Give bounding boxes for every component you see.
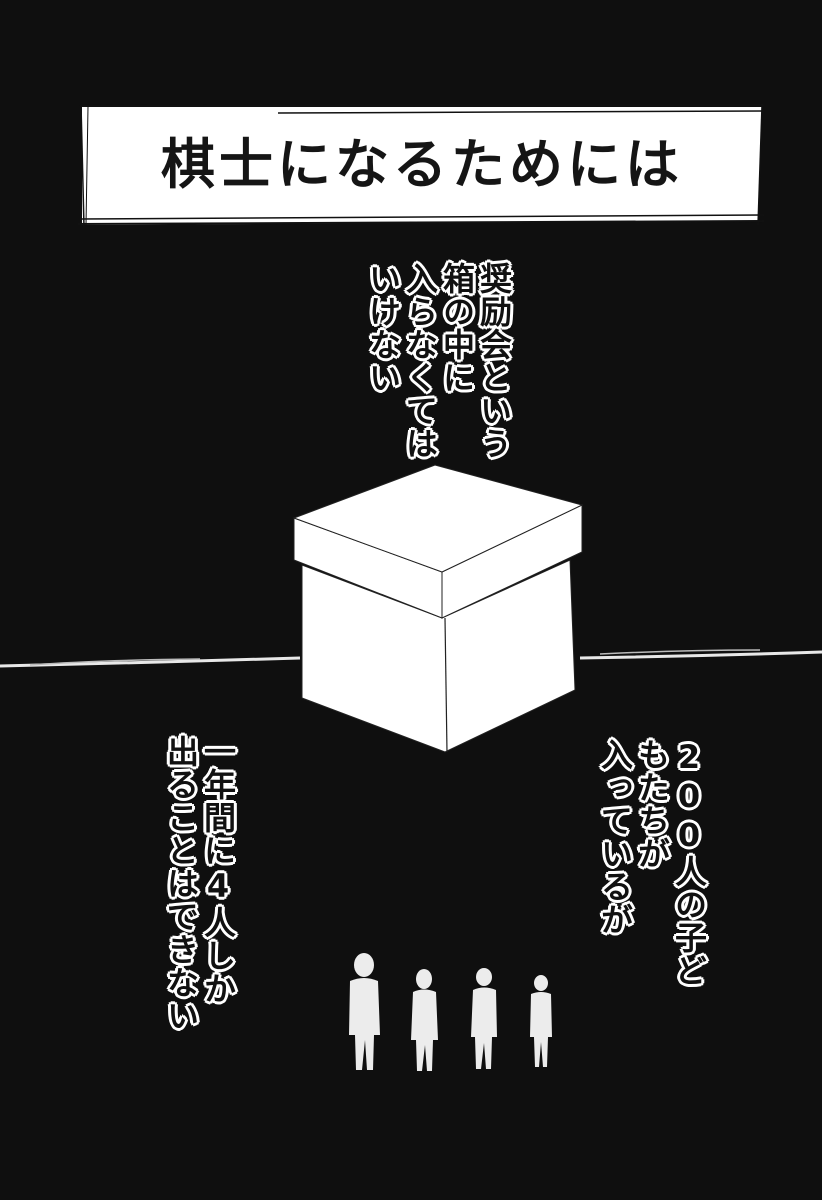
page-title: 棋士になるためには (161, 132, 683, 196)
caption-shoreikai-box: 奨励会という 箱の中に 入らなくては いけない (364, 262, 513, 462)
caption-line: 入らなくては (401, 262, 439, 460)
caption-line: 奨励会という (475, 262, 513, 460)
caption-line: 入っているが (596, 738, 634, 936)
children-figures (349, 953, 552, 1071)
horizon-line (0, 649, 822, 668)
caption-four-per-year: 一年間に4人しか 出ることはできない (162, 735, 237, 1035)
title-banner: 棋士になるためには (78, 103, 766, 228)
caption-line: いけない (364, 262, 402, 394)
caption-line: 箱の中に (438, 262, 476, 394)
caption-line: 200人の子どもたちが (633, 738, 708, 987)
child-figure-icon (411, 969, 438, 1071)
caption-line: 一年間に4人しか (199, 735, 237, 1005)
child-figure-icon (349, 953, 380, 1070)
child-figure-icon (530, 975, 552, 1067)
caption-line: 出ることはできない (162, 735, 200, 1032)
child-figure-icon (471, 968, 497, 1069)
box-illustration (292, 464, 584, 753)
caption-200-children: 200人の子どもたちが 入っているが (596, 738, 708, 1018)
banner-frame (78, 104, 765, 228)
